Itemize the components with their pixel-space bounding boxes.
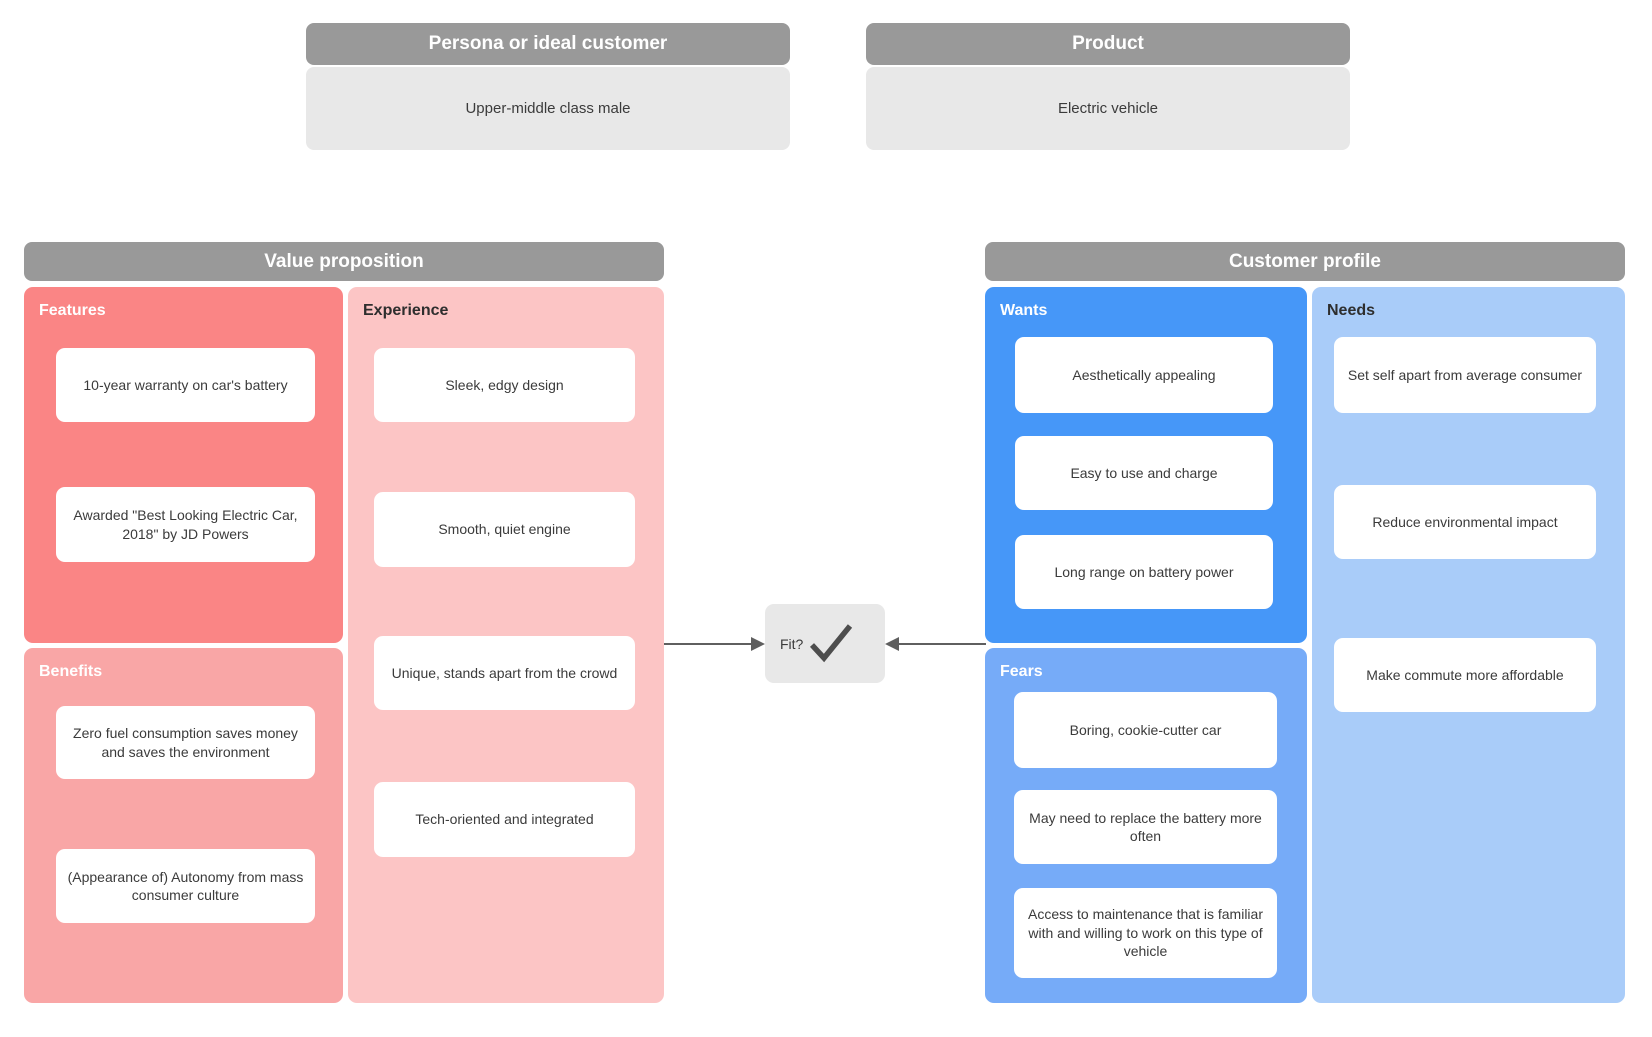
note-card: Set self apart from average consumer bbox=[1334, 337, 1596, 413]
arrow-from-value-proposition-icon bbox=[664, 637, 765, 651]
fit-label: Fit? bbox=[780, 635, 804, 652]
fit-box: Fit? bbox=[765, 604, 885, 683]
note-card: Tech-oriented and integrated bbox=[374, 782, 635, 857]
value-proposition-header: Value proposition bbox=[24, 242, 664, 281]
note-card: Easy to use and charge bbox=[1015, 436, 1273, 510]
persona-card: Persona or ideal customer Upper-middle c… bbox=[306, 23, 790, 150]
note-card: Access to maintenance that is familiar w… bbox=[1014, 888, 1277, 978]
customer-profile-header: Customer profile bbox=[985, 242, 1625, 281]
note-card: Unique, stands apart from the crowd bbox=[374, 636, 635, 710]
product-card-value: Electric vehicle bbox=[866, 67, 1350, 150]
note-card: Sleek, edgy design bbox=[374, 348, 635, 422]
note-card: Awarded "Best Looking Electric Car, 2018… bbox=[56, 487, 315, 562]
note-card: (Appearance of) Autonomy from mass consu… bbox=[56, 849, 315, 923]
wants-label: Wants bbox=[1000, 302, 1048, 319]
wants-panel: Wants Aesthetically appealing Easy to us… bbox=[985, 287, 1307, 643]
arrow-from-customer-profile-icon bbox=[885, 637, 986, 651]
fit-arrows bbox=[664, 637, 986, 651]
note-card: Zero fuel consumption saves money and sa… bbox=[56, 706, 315, 779]
note-card: Smooth, quiet engine bbox=[374, 492, 635, 567]
note-card: Make commute more affordable bbox=[1334, 638, 1596, 712]
note-card: Aesthetically appealing bbox=[1015, 337, 1273, 413]
needs-panel: Needs Set self apart from average consum… bbox=[1312, 287, 1625, 1003]
experience-label: Experience bbox=[363, 302, 449, 319]
features-label: Features bbox=[39, 302, 106, 319]
note-card: Boring, cookie-cutter car bbox=[1014, 692, 1277, 768]
fears-panel: Fears Boring, cookie-cutter car May need… bbox=[985, 648, 1307, 1003]
note-card: Reduce environmental impact bbox=[1334, 485, 1596, 559]
product-card-title: Product bbox=[866, 23, 1350, 65]
note-card: May need to replace the battery more oft… bbox=[1014, 790, 1277, 864]
note-card: Long range on battery power bbox=[1015, 535, 1273, 609]
needs-label: Needs bbox=[1327, 302, 1376, 319]
features-panel: Features 10-year warranty on car's batte… bbox=[24, 287, 343, 643]
benefits-panel: Benefits Zero fuel consumption saves mon… bbox=[24, 648, 343, 1003]
product-card: Product Electric vehicle bbox=[866, 23, 1350, 150]
persona-card-value: Upper-middle class male bbox=[306, 67, 790, 150]
experience-panel: Experience Sleek, edgy design Smooth, qu… bbox=[348, 287, 664, 1003]
persona-card-title: Persona or ideal customer bbox=[306, 23, 790, 65]
fears-label: Fears bbox=[1000, 663, 1043, 680]
note-card: 10-year warranty on car's battery bbox=[56, 348, 315, 422]
benefits-label: Benefits bbox=[39, 663, 103, 680]
checkmark-icon bbox=[810, 623, 853, 662]
